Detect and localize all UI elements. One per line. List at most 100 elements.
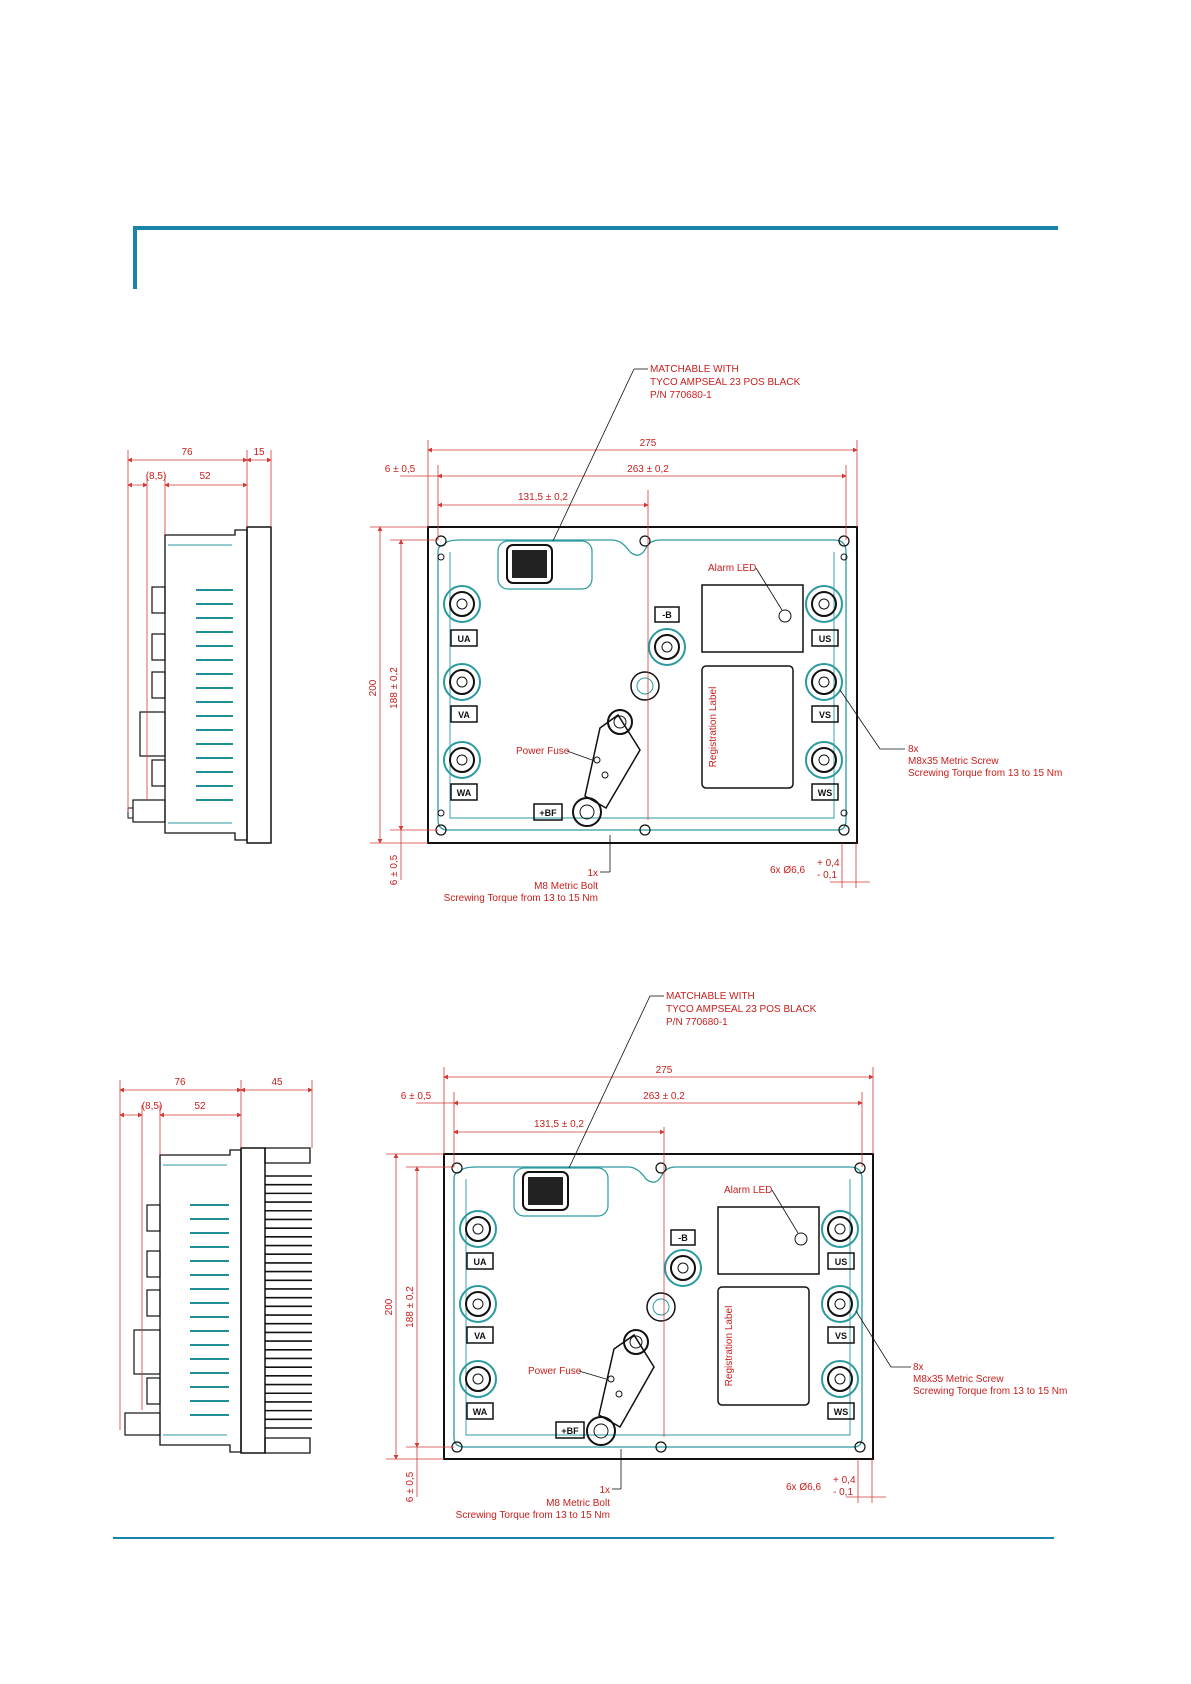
terminal-label-ua: UA <box>458 634 471 644</box>
hole-note: 6x Ø6,6 <box>786 1482 821 1493</box>
registration-label-top <box>701 665 794 789</box>
side-view-bottom: 76 45 (8,5) 52 <box>119 1077 313 1454</box>
dim-6v-bottom: 6 ± 0,5 <box>405 1471 416 1502</box>
hole-note: 6x Ø6,6 <box>770 865 805 876</box>
connector-note-line2: TYCO AMPSEAL 23 POS BLACK <box>650 377 801 388</box>
terminal-label-wa: WA <box>457 788 472 798</box>
terminal-ua-bottom: UA <box>459 1210 497 1270</box>
terminal-label-wa: WA <box>473 1407 488 1417</box>
terminal-ws-bottom: WS <box>821 1360 859 1420</box>
dim-52-top: 52 <box>199 471 211 482</box>
dim-263-top: 263 ± 0,2 <box>627 464 669 475</box>
terminal-va-top: VA <box>443 663 481 723</box>
hole-tol-minus: - 0,1 <box>817 870 837 881</box>
screw-note-line1: 8x <box>908 744 919 755</box>
bolt-note-line3: Screwing Torque from 13 to 15 Nm <box>456 1510 610 1521</box>
fins-bottom <box>190 1204 229 1416</box>
dim-85-top: (8,5) <box>146 471 167 482</box>
connector-note-line1: MATCHABLE WITH <box>650 364 739 375</box>
alarm-led-window-top <box>701 584 804 653</box>
front-view-bottom: UA VA WA US VS WS -B <box>384 991 1067 1521</box>
registration-label-text: Registration Label <box>708 687 719 768</box>
terminal-neg-b-top: -B <box>630 606 686 701</box>
alarm-led-window-bottom <box>717 1206 820 1275</box>
connector-note-line2: TYCO AMPSEAL 23 POS BLACK <box>666 1004 817 1015</box>
terminal-us-bottom: US <box>821 1210 859 1270</box>
terminal-label-pos-bf: +BF <box>539 808 557 818</box>
dim-131-bottom: 131,5 ± 0,2 <box>534 1119 584 1130</box>
side-view-top: 76 15 (8,5) 52 <box>127 447 272 844</box>
hole-tol-plus: + 0,4 <box>833 1475 856 1486</box>
dim-188-bottom: 188 ± 0,2 <box>405 1286 416 1328</box>
power-fuse-bottom: +BF <box>555 1329 655 1446</box>
dim-76-top: 76 <box>181 447 193 458</box>
alarm-led-label: Alarm LED <box>708 563 756 574</box>
screw-note-line1: 8x <box>913 1362 924 1373</box>
dim-45-bottom: 45 <box>271 1077 283 1088</box>
bolt-note-line2: M8 Metric Bolt <box>546 1498 610 1509</box>
dim-188-top: 188 ± 0,2 <box>389 667 400 709</box>
terminal-ua-top: UA <box>443 585 481 647</box>
terminal-vs-top: VS <box>805 663 843 723</box>
bolt-note-line1: 1x <box>587 868 598 879</box>
terminal-va-bottom: VA <box>459 1285 497 1344</box>
terminal-vs-bottom: VS <box>821 1285 859 1344</box>
screw-note-line2: M8x35 Metric Screw <box>908 756 999 767</box>
connector-note-line3: P/N 770680-1 <box>666 1017 728 1028</box>
connector-note-line3: P/N 770680-1 <box>650 390 712 401</box>
dim-15-top: 15 <box>253 447 265 458</box>
bolt-note-line3: Screwing Torque from 13 to 15 Nm <box>444 893 598 904</box>
terminal-label-va: VA <box>474 1331 486 1341</box>
dim-200-bottom: 200 <box>384 1298 395 1315</box>
power-fuse-top: +BF <box>533 709 641 827</box>
terminal-label-ws: WS <box>834 1407 849 1417</box>
bolt-note-line2: M8 Metric Bolt <box>534 881 598 892</box>
terminal-ws-top: WS <box>805 741 843 801</box>
power-fuse-label: Power Fuse <box>516 746 570 757</box>
terminal-wa-bottom: WA <box>459 1360 497 1420</box>
dim-6-top: 6 ± 0,5 <box>385 464 416 475</box>
footer-accent-rule <box>113 1537 1054 1539</box>
dim-85-bottom: (8,5) <box>142 1101 163 1112</box>
terminal-neg-b-bottom: -B <box>646 1229 702 1322</box>
terminal-label-pos-bf: +BF <box>561 1426 579 1436</box>
dim-275-top: 275 <box>640 438 657 449</box>
dim-263-bottom: 263 ± 0,2 <box>643 1091 685 1102</box>
dim-275-bottom: 275 <box>656 1065 673 1076</box>
registration-label-bottom <box>717 1286 810 1406</box>
terminal-label-vs: VS <box>835 1331 847 1341</box>
dim-6v-top: 6 ± 0,5 <box>389 854 400 885</box>
terminal-label-ws: WS <box>818 788 833 798</box>
terminal-label-ua: UA <box>474 1257 487 1267</box>
fins-top <box>196 589 233 801</box>
terminal-label-neg-b: -B <box>678 1233 688 1243</box>
connector-note-line1: MATCHABLE WITH <box>666 991 755 1002</box>
header-accent-rule <box>133 226 1058 230</box>
bolt-note-line1: 1x <box>599 1485 610 1496</box>
dim-6-bottom: 6 ± 0,5 <box>401 1091 432 1102</box>
header-accent-side <box>133 226 137 289</box>
ampseal-connector-top <box>497 540 593 590</box>
dim-200-top: 200 <box>368 679 379 696</box>
dim-131-top: 131,5 ± 0,2 <box>518 492 568 503</box>
terminal-label-vs: VS <box>819 710 831 720</box>
dim-76-bottom: 76 <box>174 1077 186 1088</box>
terminal-us-top: US <box>805 585 843 647</box>
terminal-wa-top: WA <box>443 741 481 801</box>
heatsink-fins-bottom <box>265 1175 312 1429</box>
terminal-label-neg-b: -B <box>662 610 672 620</box>
front-view-top: UA VA WA US VS WS <box>368 364 1062 904</box>
terminal-label-us: US <box>835 1257 848 1267</box>
screw-note-line3: Screwing Torque from 13 to 15 Nm <box>908 768 1062 779</box>
power-fuse-label: Power Fuse <box>528 1366 582 1377</box>
hole-tol-minus: - 0,1 <box>833 1487 853 1498</box>
alarm-led-label: Alarm LED <box>724 1185 772 1196</box>
dim-52-bottom: 52 <box>194 1101 206 1112</box>
terminal-label-va: VA <box>458 710 470 720</box>
terminal-label-us: US <box>819 634 832 644</box>
screw-note-line2: M8x35 Metric Screw <box>913 1374 1004 1385</box>
hole-tol-plus: + 0,4 <box>817 858 840 869</box>
registration-label-text: Registration Label <box>724 1306 735 1387</box>
screw-note-line3: Screwing Torque from 13 to 15 Nm <box>913 1386 1067 1397</box>
